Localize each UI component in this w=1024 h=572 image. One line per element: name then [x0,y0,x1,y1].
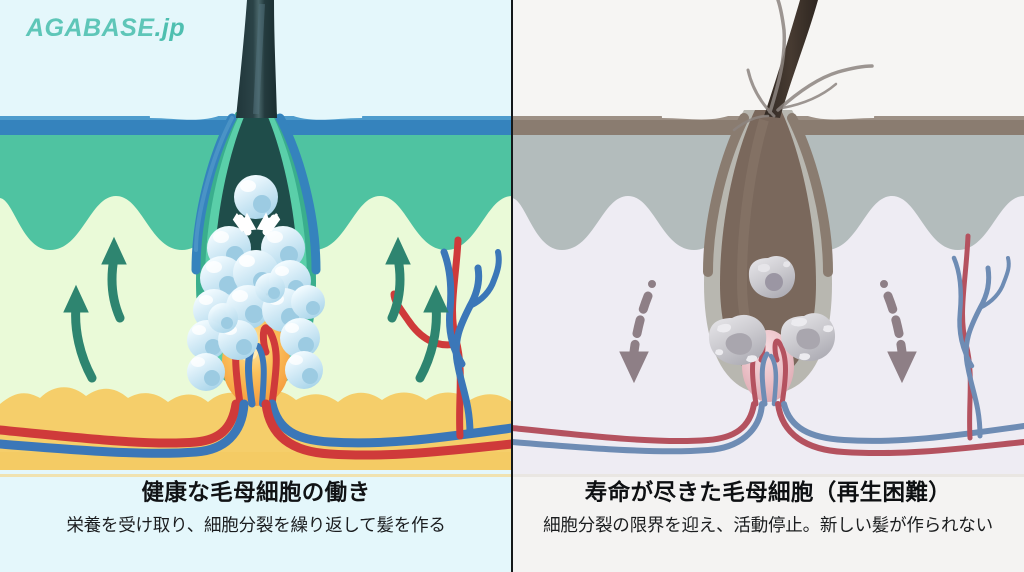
healthy-follicle-illustration [0,0,512,477]
caption-healthy-subtitle: 栄養を受け取り、細胞分裂を繰り返して髪を作る [66,514,446,535]
caption-exhausted-subtitle: 細胞分裂の限界を迎え、活動停止。新しい髪が作られない [543,514,993,535]
caption-exhausted-title: 寿命が尽きた毛母細胞（再生困難） [584,480,952,505]
site-logo: AGABASE.jp [26,14,185,43]
exhausted-follicle-illustration [512,0,1024,572]
nutrient-arrows [63,236,449,383]
degenerated-cell-cluster [708,255,836,366]
caption-healthy: 健康な毛母細胞の働き 栄養を受け取り、細胞分裂を繰り返して髪を作る [0,480,512,535]
panel-healthy-follicle: AGABASE.jp 健康な毛母細胞の働き 栄養を受け取り、細胞分裂を繰り返して… [0,0,512,572]
decline-arrows [619,280,917,384]
panel-divider [511,0,513,572]
caption-healthy-title: 健康な毛母細胞の働き [141,480,371,505]
panel-exhausted-follicle: 寿命が尽きた毛母細胞（再生困難） 細胞分裂の限界を迎え、活動停止。新しい髪が作ら… [512,0,1024,572]
matrix-cell-cluster [187,175,325,391]
logo-suffix: .jp [154,14,186,42]
logo-text: AGABASE [26,14,155,42]
caption-exhausted: 寿命が尽きた毛母細胞（再生困難） 細胞分裂の限界を迎え、活動停止。新しい髪が作ら… [512,480,1024,535]
